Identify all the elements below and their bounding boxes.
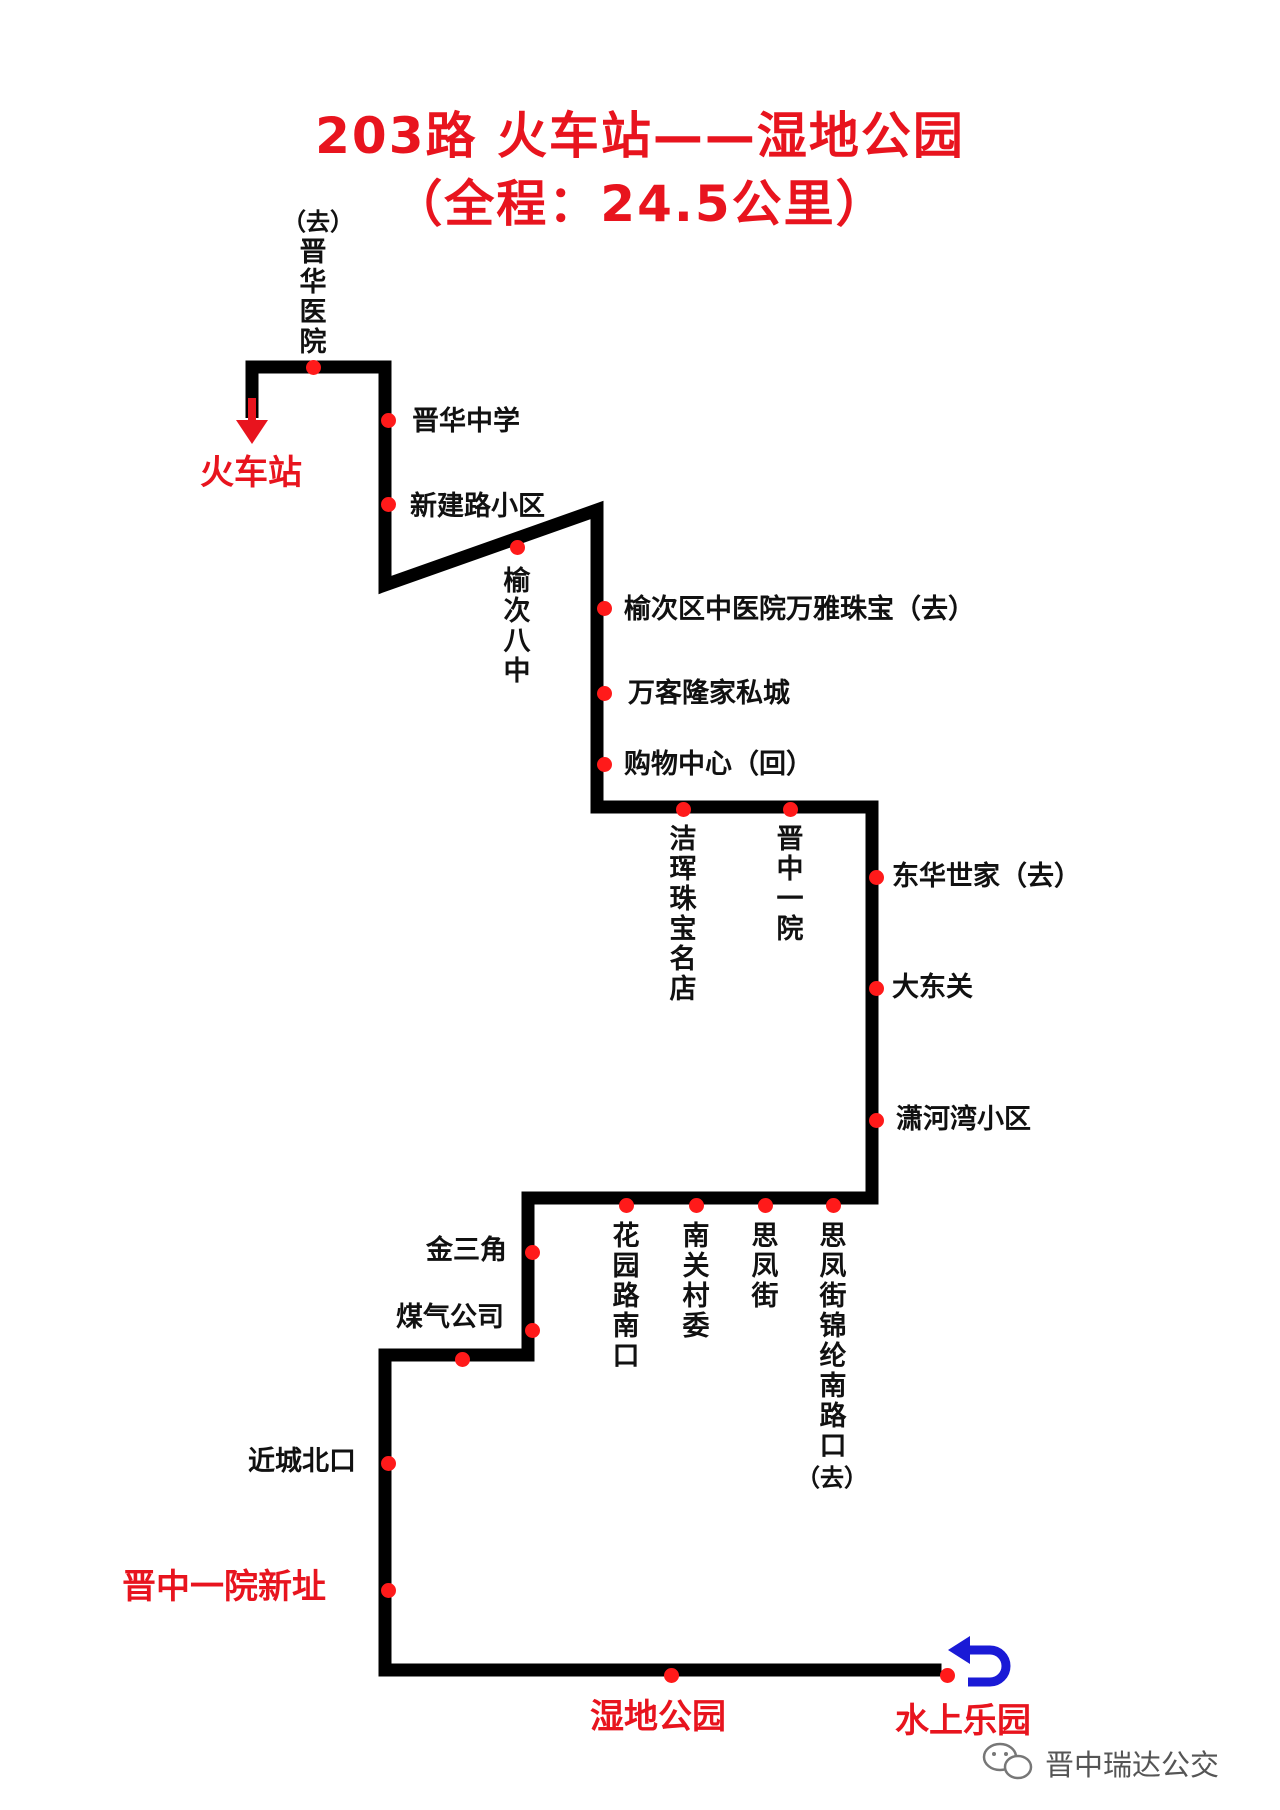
stop-dot — [618, 1197, 634, 1213]
stop-dot — [380, 496, 396, 512]
stop-label: 晋华医院 — [299, 237, 327, 358]
turnaround-icon — [948, 1636, 1011, 1687]
stop-label: 思凤街锦纶南路口 — [819, 1221, 847, 1462]
stop-label-direction: （去） — [796, 1463, 868, 1492]
stop-label-direction: （去） — [282, 207, 354, 236]
stop-dot — [757, 1197, 773, 1213]
stop-dot — [939, 1667, 955, 1683]
watermark: 晋中瑞达公交 — [1045, 1748, 1220, 1782]
stop-dot — [688, 1197, 704, 1213]
start-arrow-icon — [236, 398, 268, 444]
stop-label: 新建路小区 — [410, 491, 545, 522]
stop-label: 大东关 — [892, 972, 973, 1003]
stop-dot — [524, 1322, 540, 1338]
terminal-end-label: 水上乐园 — [895, 1701, 1031, 1741]
stop-dot — [305, 359, 321, 375]
stop-dot — [782, 801, 798, 817]
stop-dot — [524, 1244, 540, 1260]
stop-label: 花园路南口 — [612, 1221, 640, 1372]
wechat-icon — [982, 1742, 1033, 1780]
terminal-start-label: 火车站 — [200, 453, 302, 493]
stop-dot — [509, 539, 525, 555]
stop-dot — [868, 980, 884, 996]
stop-dot — [596, 685, 612, 701]
stop-label: 近城北口 — [248, 1446, 356, 1477]
page-subtitle: （全程：24.5公里） — [392, 175, 888, 233]
stop-label: 南关村委 — [682, 1221, 710, 1342]
stop-label: 潇河湾小区 — [896, 1104, 1031, 1135]
stop-dot — [825, 1197, 841, 1213]
stop-label: 榆次区中医院万雅珠宝（去） — [624, 594, 975, 625]
page-title: 203路 火车站——湿地公园 — [315, 107, 965, 165]
stop-label: 晋中一院 — [776, 824, 804, 945]
stop-dot — [380, 1582, 396, 1598]
stop-dot — [454, 1351, 470, 1367]
stop-label: 购物中心（回） — [624, 749, 813, 780]
stop-label: 晋华中学 — [412, 406, 520, 437]
stop-label: 万客隆家私城 — [628, 678, 790, 709]
stop-label-highlight: 湿地公园 — [590, 1697, 726, 1737]
stop-dot — [868, 1112, 884, 1128]
stop-dot — [868, 869, 884, 885]
stop-dot — [380, 412, 396, 428]
stop-label: 东华世家（去） — [892, 861, 1081, 892]
stop-label-highlight: 晋中一院新址 — [122, 1567, 326, 1607]
stop-dot — [596, 600, 612, 616]
stop-dot — [596, 756, 612, 772]
stop-label: 金三角 — [426, 1235, 507, 1266]
stop-label: 思凤街 — [751, 1221, 779, 1312]
stop-label: 煤气公司 — [396, 1302, 504, 1333]
stop-label: 洁珲珠宝名店 — [669, 824, 697, 1005]
route-line — [245, 360, 942, 1677]
stop-dot — [663, 1667, 679, 1683]
stop-label: 榆次八中 — [503, 566, 531, 687]
stop-dot — [380, 1455, 396, 1471]
stop-dot — [675, 801, 691, 817]
